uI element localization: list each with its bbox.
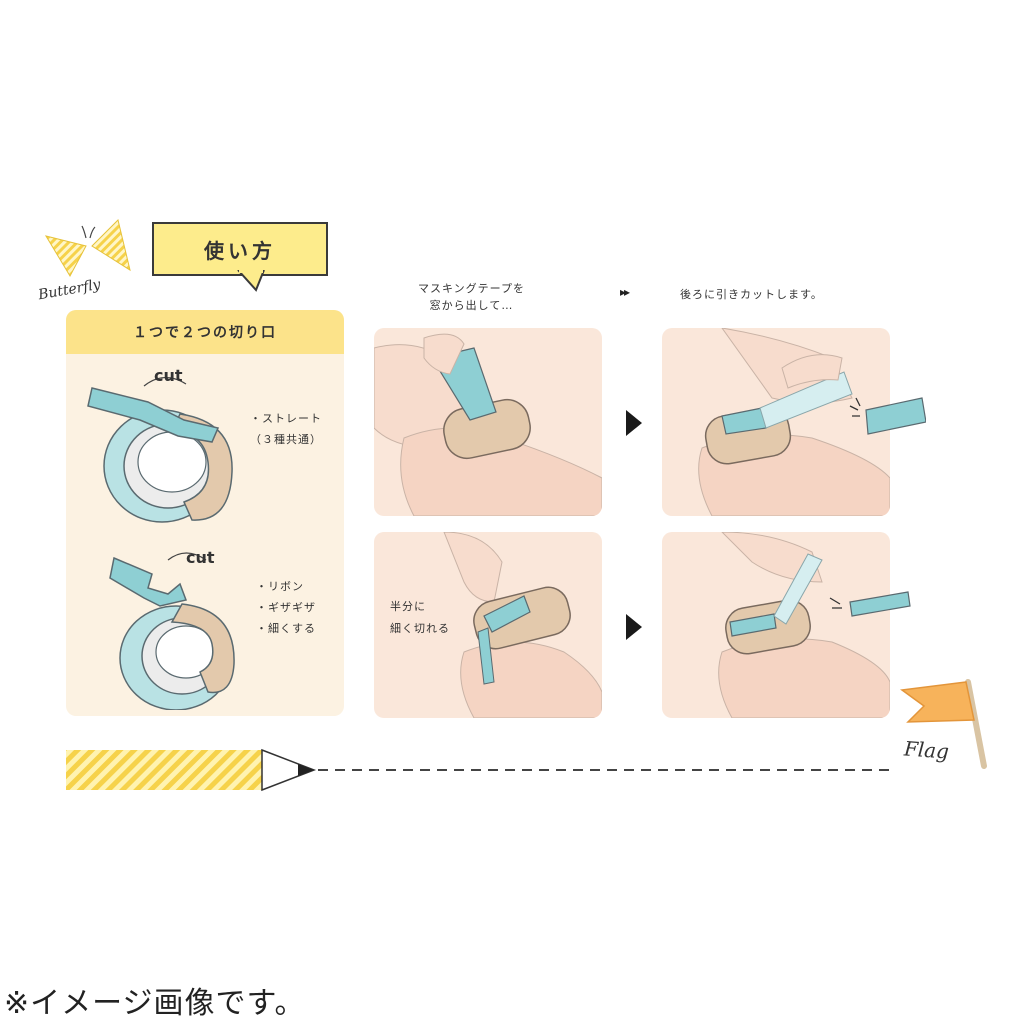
howto-title: 使い方 <box>152 222 328 276</box>
note-thin: ・細くする <box>256 622 316 635</box>
step1-caption: マスキングテープを 窓から出して… <box>418 282 526 312</box>
speech-tail <box>237 270 265 292</box>
note-zigzag: ・ギザギザ <box>256 601 316 614</box>
cut-piece-ribbon <box>829 591 911 617</box>
step-arrow-bottom <box>626 614 642 640</box>
tape-roll-ribbon-illustration <box>109 552 235 710</box>
half-cut-caption: 半分に 細く切れる <box>390 600 450 635</box>
note-straight: ・ストレート <box>250 412 322 425</box>
cut-label-bottom: cut <box>186 548 215 567</box>
photo-pull-cut-ribbon <box>662 532 890 718</box>
cut-types-title: １つで２つの切り口 <box>66 310 344 354</box>
image-disclaimer: ※イメージ画像です。 <box>4 986 306 1021</box>
flag-icon <box>900 679 987 769</box>
step-arrow-top <box>626 410 642 436</box>
double-arrow-icon: ▸▸ <box>620 285 630 299</box>
notes-ribbon: ・リボン ・ギザギザ ・細くする <box>256 576 316 639</box>
tape-roll-straight-illustration <box>87 376 233 523</box>
notes-straight: ・ストレート （３種共通） <box>250 408 322 450</box>
cut-label-top: cut <box>154 366 183 385</box>
photo-pull-cut-straight <box>662 328 890 516</box>
photo-half-cut: 半分に 細く切れる <box>374 532 602 718</box>
photo-pull-tape <box>374 328 602 516</box>
pencil-dash-line <box>66 748 894 792</box>
hands-half-cut-illustration <box>443 532 602 718</box>
note-ribbon: ・リボン <box>256 580 304 593</box>
note-common: （３種共通） <box>250 433 322 446</box>
cut-piece-straight <box>849 397 926 435</box>
hands-pull-tape-illustration <box>374 333 602 516</box>
flag-label: Flag <box>903 736 950 764</box>
hands-cut-straight-illustration <box>698 328 890 516</box>
step2-caption: 後ろに引きカットします。 <box>680 288 823 301</box>
butterfly-icon <box>44 219 131 278</box>
hands-cut-ribbon-illustration <box>718 532 890 718</box>
